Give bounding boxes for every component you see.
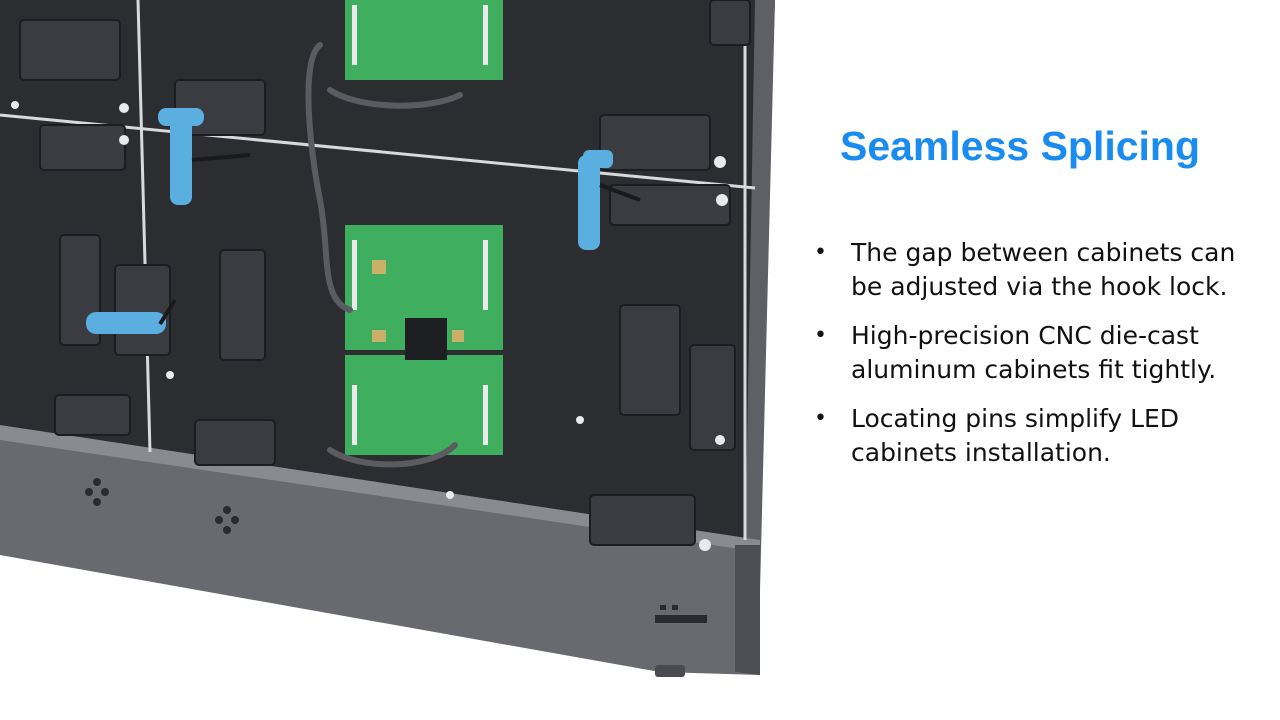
cabinet-foot xyxy=(655,665,685,677)
vent-holes-icon xyxy=(85,478,239,534)
slide-title: Seamless Splicing xyxy=(839,123,1201,169)
led-cabinet-rear-illustration xyxy=(0,0,775,677)
cabinet-bottom-beam xyxy=(0,430,760,675)
cabinet-bottom-beam-top xyxy=(0,425,760,552)
bullet-text: Locating pins simplify LED cabinets inst… xyxy=(851,404,1180,467)
bullet-item: • The gap between cabinets can be adjust… xyxy=(812,236,1272,304)
bullet-icon: • xyxy=(814,323,827,348)
cabinet-seam-lines xyxy=(0,0,756,540)
bullet-text: High-precision CNC die-cast aluminum cab… xyxy=(851,321,1217,384)
bullet-item: • High-precision CNC die-cast aluminum c… xyxy=(812,319,1272,387)
bullet-text: The gap between cabinets can be adjusted… xyxy=(851,238,1236,301)
bullet-list: • The gap between cabinets can be adjust… xyxy=(812,236,1272,485)
beam-slot xyxy=(655,615,707,623)
hex-key-icon xyxy=(86,108,613,334)
rivet-dots xyxy=(11,101,728,551)
pcb-board-icon xyxy=(345,0,503,455)
cables xyxy=(305,42,463,468)
bullet-icon: • xyxy=(814,240,827,265)
bullet-item: • Locating pins simplify LED cabinets in… xyxy=(812,402,1272,470)
cabinet-bottom-end xyxy=(735,545,760,675)
bullet-icon: • xyxy=(814,406,827,431)
cabinet-right-edge xyxy=(745,0,775,590)
